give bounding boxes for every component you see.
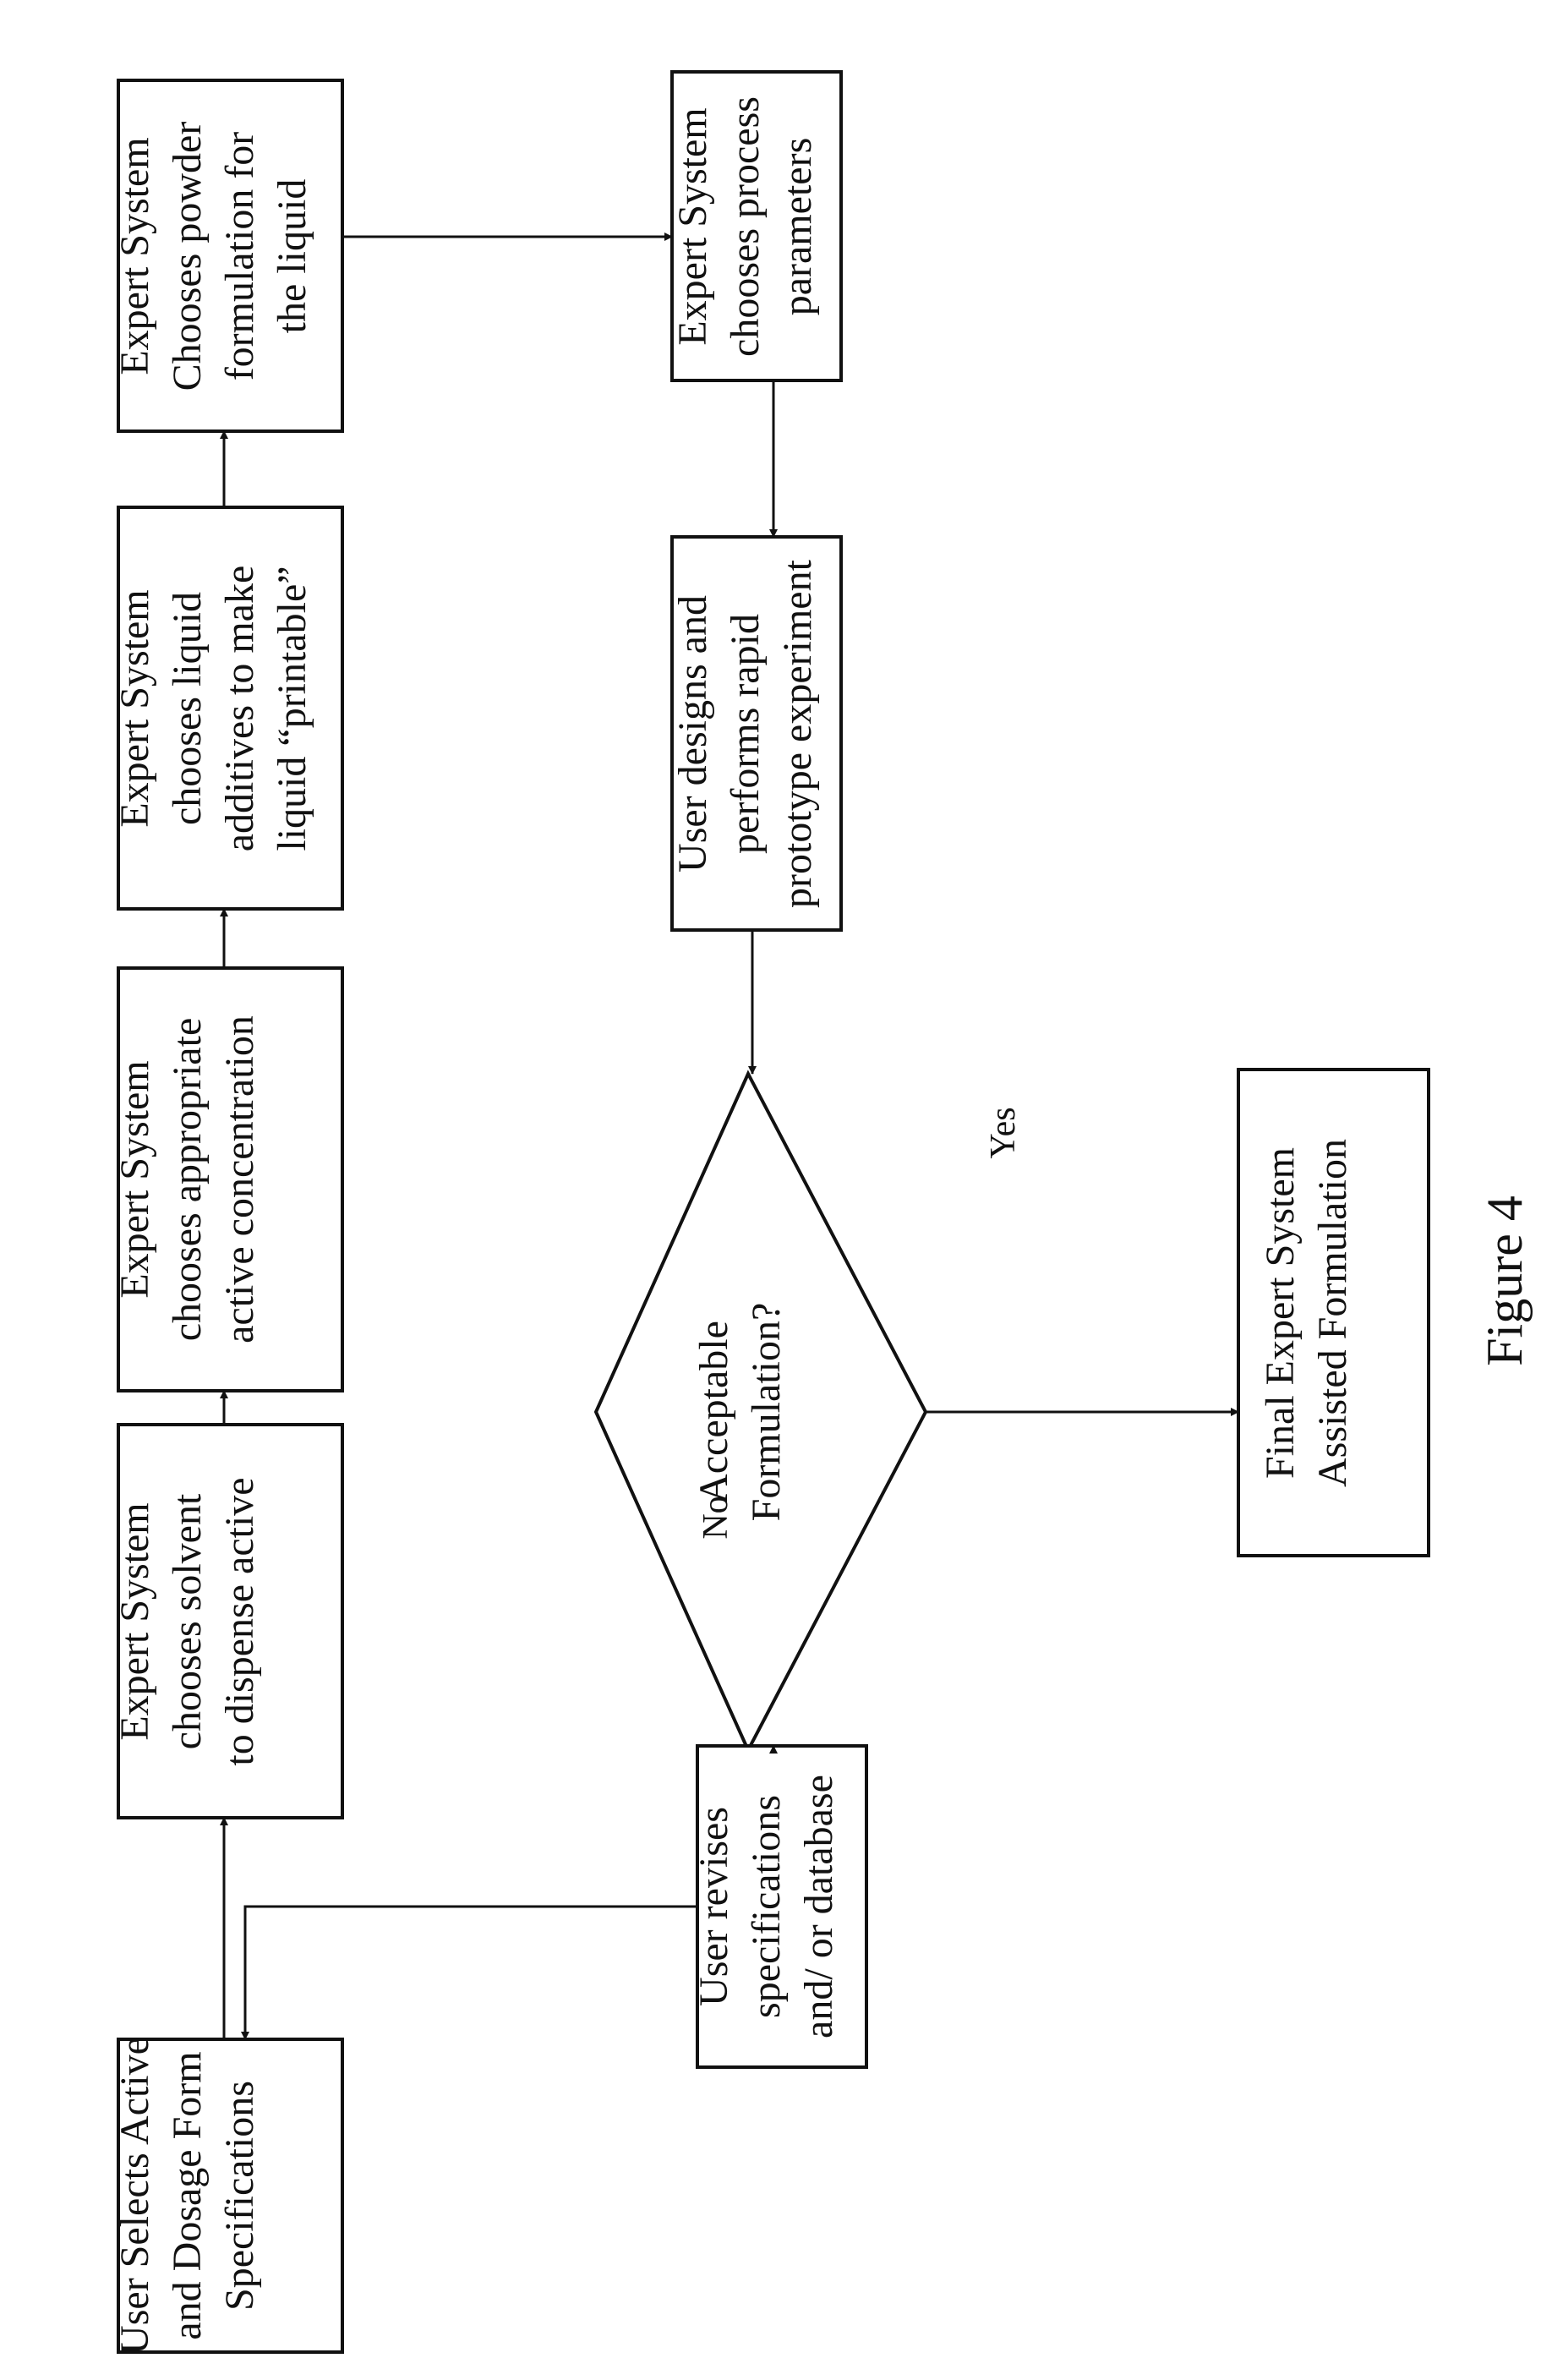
node-text-line: active concentration	[217, 1015, 262, 1343]
node-text-line: Formulation?	[744, 1303, 789, 1522]
node-chooses-solvent-text: Expert Systemchooses solventto dispense …	[112, 1477, 262, 1765]
node-text-line: chooses solvent	[165, 1493, 210, 1749]
node-user-revises: User revisesspecificationsand/ or databa…	[691, 1746, 866, 2067]
node-text-line: User designs and	[670, 595, 715, 873]
node-text-line: Expert System	[112, 1060, 157, 1298]
node-text-line: Chooses powder	[165, 122, 210, 391]
node-chooses-process: Expert Systemchooses processparameters	[670, 72, 841, 380]
node-text-line: Specifications	[217, 2081, 262, 2311]
node-text-line: Expert System	[112, 589, 157, 827]
node-chooses-additives: Expert Systemchooses liquidadditives to …	[112, 507, 342, 909]
node-text-line: the liquid	[270, 179, 314, 334]
node-text-line: specifications	[744, 1795, 789, 2018]
node-text-line: chooses appropriate	[165, 1018, 210, 1342]
no-label: No	[697, 1496, 735, 1539]
node-decision: AcceptableFormulation?	[596, 1074, 926, 1750]
node-text-line: and/ or database	[796, 1775, 841, 2038]
node-text-line: formulation for	[217, 132, 262, 381]
node-chooses-solvent: Expert Systemchooses solventto dispense …	[112, 1425, 342, 1818]
node-text-line: prototype experiment	[775, 559, 820, 908]
node-user-revises-text: User revisesspecificationsand/ or databa…	[691, 1775, 841, 2038]
node-text-line: Final Expert System	[1258, 1147, 1303, 1479]
node-text-line: Expert System	[112, 137, 157, 375]
node-text-line: additives to make	[217, 566, 262, 852]
node-text-line: User Selects Active	[112, 2037, 157, 2355]
node-user-selects-text: User Selects Activeand Dosage FormSpecif…	[112, 2037, 262, 2355]
node-text-line: User revises	[691, 1807, 736, 2006]
node-chooses-concentration-text: Expert Systemchooses appropriateactive c…	[112, 1015, 262, 1343]
node-final: Final Expert SystemAssisted Formulation	[1238, 1070, 1429, 1556]
node-user-selects: User Selects Activeand Dosage FormSpecif…	[112, 2037, 342, 2355]
node-user-designs: User designs andperforms rapidprototype …	[670, 537, 841, 930]
node-text-line: and Dosage Form	[165, 2051, 210, 2339]
node-text-line: chooses process	[723, 96, 768, 357]
node-chooses-concentration: Expert Systemchooses appropriateactive c…	[112, 968, 342, 1391]
node-text-line: performs rapid	[723, 614, 768, 854]
node-text-line: liquid “printable”	[270, 566, 314, 851]
figure-caption: Figure 4	[1477, 1195, 1533, 1366]
node-text-line: Acceptable	[691, 1321, 736, 1503]
node-text-line: Expert System	[112, 1502, 157, 1740]
node-text-line: Expert System	[670, 107, 715, 345]
arrow-revises-to-selects	[245, 1907, 697, 2039]
node-text-line: to dispense active	[217, 1477, 262, 1765]
node-chooses-powder: Expert SystemChooses powderformulation f…	[112, 80, 342, 431]
node-text-line: chooses liquid	[165, 592, 210, 825]
node-text-line: Assisted Formulation	[1310, 1139, 1355, 1487]
yes-label: Yes	[984, 1107, 1023, 1158]
node-text-line: parameters	[775, 138, 820, 316]
